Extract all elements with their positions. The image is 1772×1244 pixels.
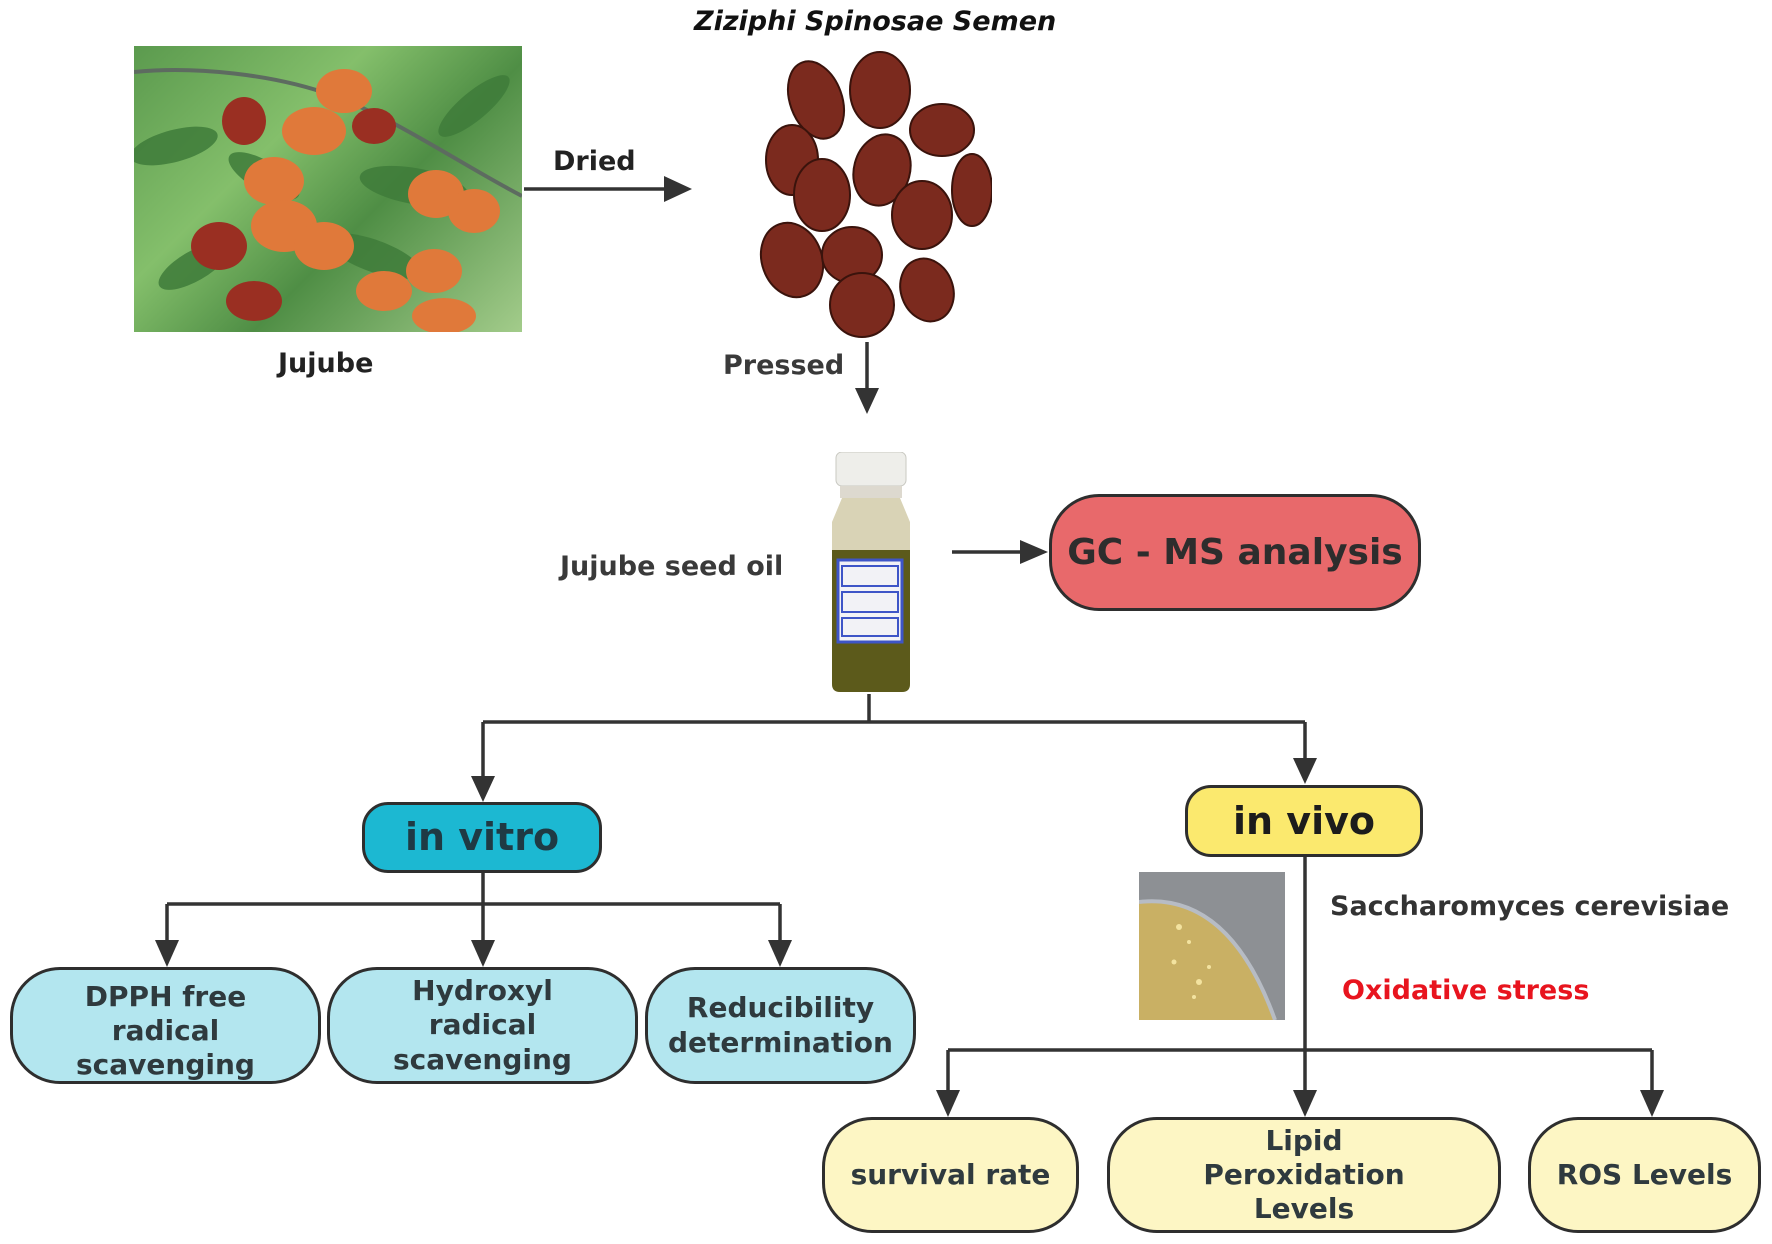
oil-bottle-illustration [832, 452, 910, 692]
jujube-label: Jujube [278, 348, 374, 379]
gcms-arrowhead [1020, 540, 1048, 564]
oil-bottle-photo [822, 452, 920, 692]
seeds-illustration [759, 51, 992, 338]
in-vivo-arrowhead [1293, 758, 1317, 784]
hydroxyl-label: Hydroxyl radical scavenging [393, 974, 572, 1076]
reducibility-label: Reducibility determination [668, 991, 893, 1059]
dried-arrowhead [664, 176, 692, 202]
lipid-arrowhead [1293, 1090, 1317, 1117]
in-vivo-child-survival: survival rate [822, 1117, 1079, 1233]
dpph-arrowhead [155, 940, 179, 967]
in-vitro-node: in vitro [362, 802, 602, 873]
hydroxyl-arrowhead [471, 940, 495, 967]
in-vitro-child-dpph: DPPH free radical scavenging [10, 967, 321, 1084]
condition-label: Oxidative stress [1342, 975, 1590, 1006]
in-vivo-node: in vivo [1185, 785, 1423, 857]
oil-label: Jujube seed oil [560, 551, 784, 582]
yeast-plate-photo [1139, 872, 1285, 1020]
seeds-title: Ziziphi Spinosae Semen [694, 6, 1057, 37]
survival-label: survival rate [850, 1157, 1051, 1191]
yeast-plate-illustration [1139, 899, 1277, 1020]
ros-label: ROS Levels [1556, 1157, 1733, 1191]
in-vitro-child-reducibility: Reducibility determination [645, 967, 916, 1084]
jujube-fruit-illustration [134, 68, 522, 332]
in-vivo-child-ros: ROS Levels [1528, 1117, 1761, 1233]
dried-label: Dried [553, 146, 636, 177]
gcms-analysis-label: GC - MS analysis [1067, 531, 1403, 573]
ros-arrowhead [1640, 1090, 1664, 1117]
gcms-analysis-node: GC - MS analysis [1049, 494, 1421, 611]
seeds-photo [752, 50, 992, 340]
in-vitro-child-hydroxyl: Hydroxyl radical scavenging [327, 967, 638, 1084]
organism-label: Saccharomyces cerevisiae [1330, 891, 1730, 922]
in-vitro-label: in vitro [404, 815, 560, 860]
in-vivo-label: in vivo [1233, 798, 1375, 843]
pressed-label: Pressed [723, 350, 845, 381]
lipid-label: Lipid Peroxidation Levels [1203, 1123, 1405, 1226]
in-vivo-child-lipid: Lipid Peroxidation Levels [1107, 1117, 1501, 1233]
reducibility-arrowhead [768, 940, 792, 967]
in-vitro-arrowhead [471, 776, 495, 802]
survival-arrowhead [936, 1090, 960, 1117]
dpph-label: DPPH free radical scavenging [76, 980, 255, 1082]
pressed-arrowhead [855, 388, 879, 414]
jujube-photo [134, 46, 522, 332]
